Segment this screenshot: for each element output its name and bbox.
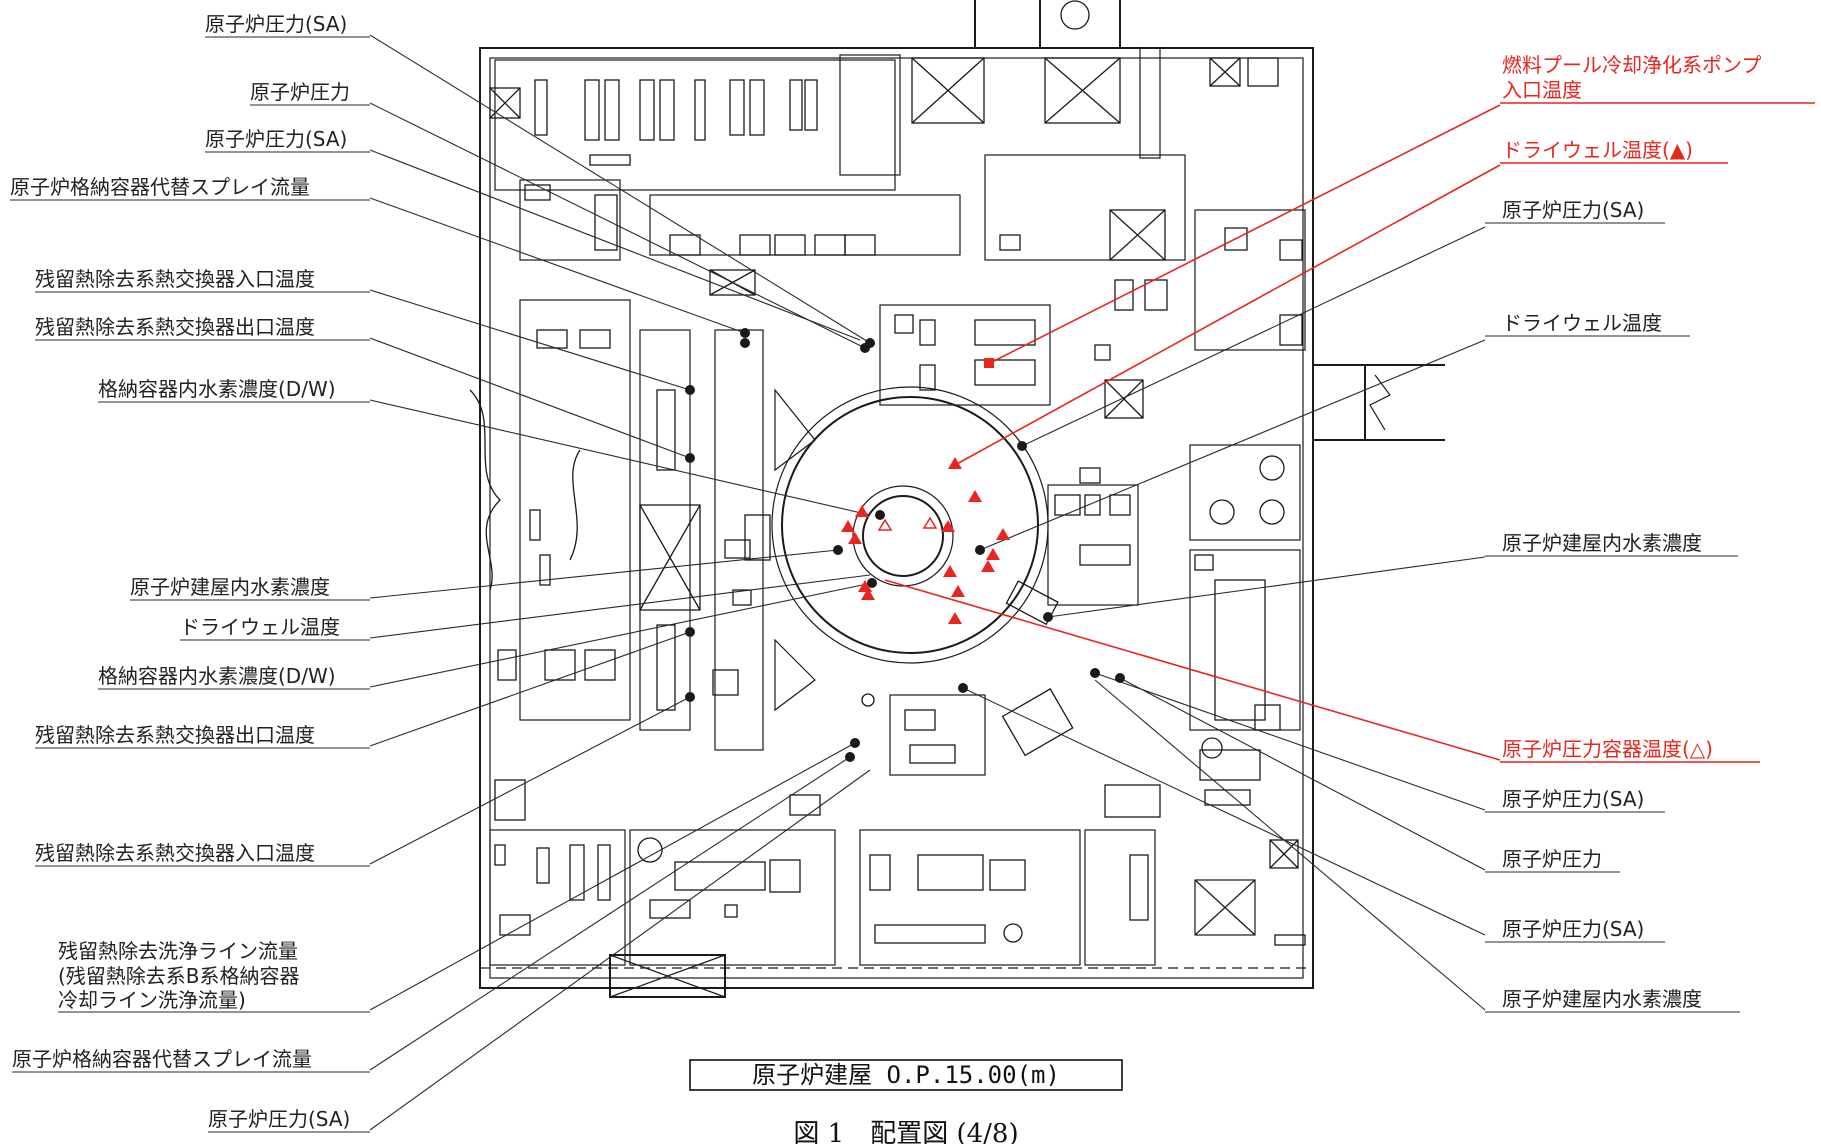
pool-temp-marker [984,358,994,368]
flush-label-line: 冷却ライン洗浄流量) [58,988,246,1012]
drywell [771,386,1049,664]
drywell-temp-triangles [841,457,1010,624]
left-label: 格納容器内水素濃度(D/W) [98,664,336,688]
rpv-hollow-temp-label: 原子炉圧力容器温度(△) [1502,737,1713,761]
rpv-temp-triangles [877,516,938,531]
left-label: 原子炉圧力 [250,80,350,104]
drywell-filled-temp-label: ドライウェル温度(▲) [1502,138,1693,162]
rack-row [534,79,818,166]
bottom-left-labels: 原子炉格納容器代替スプレイ流量 原子炉圧力(SA) [12,1047,370,1133]
flush-label-line: (残留熱除去系B系格納容器 [58,964,300,988]
pool-pump-temp-label-2: 入口温度 [1502,78,1582,102]
left-label: 残留熱除去系熱交換器入口温度 [35,841,315,865]
left-labels: 原子炉圧力(SA) 原子炉圧力 原子炉圧力(SA) 原子炉格納容器代替スプレイ流… [10,12,370,867]
left-label: 原子炉格納容器代替スプレイ流量 [12,1047,312,1071]
building-caption: 原子炉建屋 O.P.15.00(m) [752,1061,1060,1089]
sensor-markers [685,328,1125,762]
left-label: 原子炉圧力(SA) [208,1107,350,1131]
flush-label-line: 残留熱除去洗浄ライン流量 [58,939,298,963]
left-label: 原子炉格納容器代替スプレイ流量 [10,175,310,199]
right-label: 原子炉圧力(SA) [1502,198,1644,222]
right-label: ドライウェル温度 [1502,311,1662,335]
right-label: 原子炉建屋内水素濃度 [1502,531,1702,555]
valve-row [669,234,876,256]
right-label: 原子炉圧力(SA) [1502,917,1644,941]
building-caption-box: 原子炉建屋 O.P.15.00(m) [689,1059,1123,1091]
right-label: 原子炉圧力 [1502,847,1602,871]
left-label: 格納容器内水素濃度(D/W) [98,377,336,401]
left-label: 原子炉圧力(SA) [205,127,347,151]
right-label: 原子炉圧力(SA) [1502,787,1644,811]
figure-caption: 図 1 配置図 (4/8) [793,1119,1018,1144]
building-outline [479,47,1314,989]
leader-lines [369,34,1501,1131]
left-label: 残留熱除去系熱交換器出口温度 [35,723,315,747]
left-label: ドライウェル温度 [180,615,340,639]
left-label: 残留熱除去系熱交換器出口温度 [35,315,315,339]
red-labels: 燃料プール冷却浄化系ポンプ 入口温度 ドライウェル温度(▲) 原子炉圧力容器温度… [1500,53,1815,763]
left-label: 残留熱除去系熱交換器入口温度 [35,267,315,291]
flush-flow-label: 残留熱除去洗浄ライン流量 (残留熱除去系B系格納容器 冷却ライン洗浄流量) [58,939,370,1013]
right-labels: 原子炉圧力(SA) ドライウェル温度 原子炉建屋内水素濃度 原子炉圧力(SA) … [1485,198,1740,1013]
left-label: 原子炉建屋内水素濃度 [130,575,330,599]
right-label: 原子炉建屋内水素濃度 [1502,987,1702,1011]
left-label: 原子炉圧力(SA) [205,12,347,36]
pool-pump-temp-label: 燃料プール冷却浄化系ポンプ [1502,53,1761,77]
sensor-dot [685,328,1125,762]
